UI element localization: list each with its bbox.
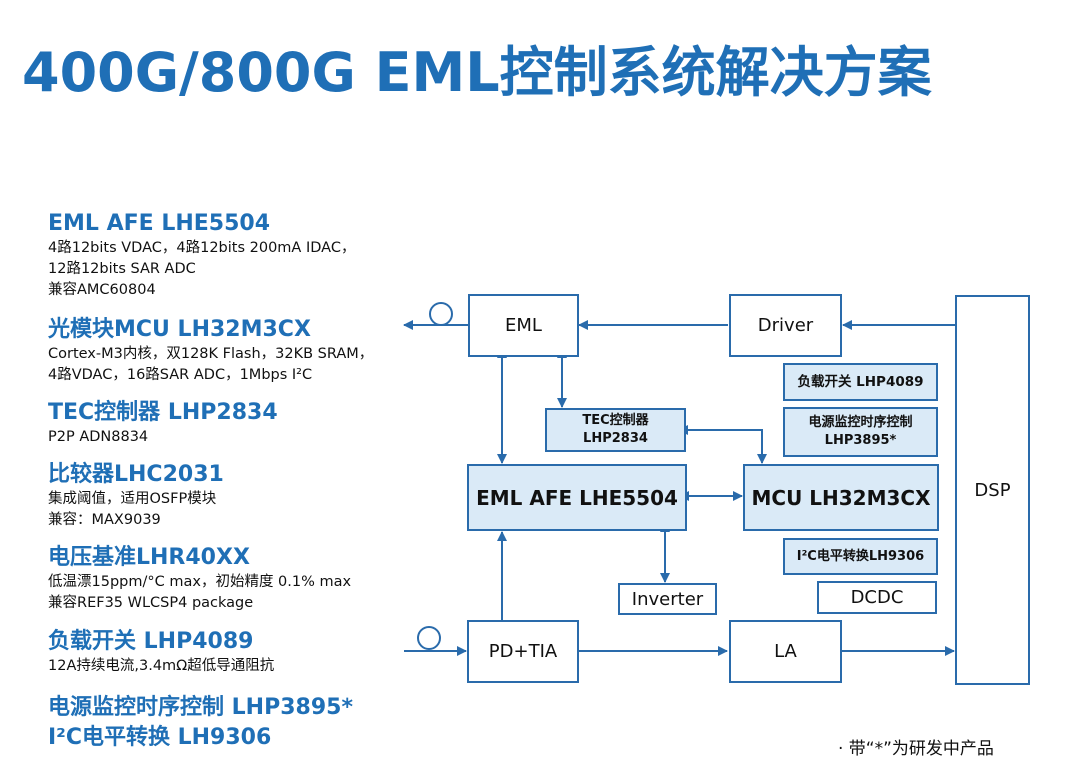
mcu-block: MCU LH32M3CX [743,464,939,531]
i2c-level-shifter-block: I²C电平转换LH9306 [783,538,938,575]
la-block: LA [729,620,842,683]
inverter-block: Inverter [618,583,717,615]
section-tec: TEC控制器 LHP2834 P2P ADN8834 [48,399,278,448]
section-desc: 4路12bits VDAC，4路12bits 200mA IDAC， 12路12… [48,240,356,298]
section-desc: 12A持续电流,3.4mΩ超低导通阻抗 [48,658,275,674]
fiber-loop-top [429,302,453,326]
pd-tia-block: PD+TIA [467,620,579,683]
section-title: 电压基准LHR40XX [48,545,250,570]
section-title: EML AFE LHE5504 [48,211,271,236]
section-desc: Cortex-M3内核，双128K Flash，32KB SRAM， 4路VDA… [48,346,374,383]
footnote: · 带“*”为研发中产品 [838,739,994,759]
section-load-switch: 负载开关 LHP4089 12A持续电流,3.4mΩ超低导通阻抗 [48,628,274,677]
tec-controller-block: TEC控制器 LHP2834 [545,408,686,452]
section-desc: 集成阈值，适用OSFP模块 兼容：MAX9039 [48,491,217,528]
load-switch-block: 负载开关 LHP4089 [783,363,938,401]
section-eml-afe: EML AFE LHE5504 4路12bits VDAC，4路12bits 2… [48,210,355,301]
section-desc: 低温漂15ppm/°C max，初始精度 0.1% max 兼容REF35 WL… [48,574,352,611]
dcdc-block: DCDC [817,581,937,614]
eml-afe-block: EML AFE LHE5504 [467,464,687,531]
section-power-monitor: 电源监控时序控制 LHP3895* [48,694,353,722]
section-vref: 电压基准LHR40XX 低温漂15ppm/°C max，初始精度 0.1% ma… [48,544,351,614]
section-title: 比较器LHC2031 [48,462,224,487]
section-title: 负载开关 LHP4089 [48,629,254,654]
section-title: 电源监控时序控制 LHP3895* [48,695,353,720]
driver-block: Driver [729,294,842,357]
arrow-tec-mcu [678,425,767,464]
section-title: TEC控制器 LHP2834 [48,400,278,425]
section-mcu: 光模块MCU LH32M3CX Cortex-M3内核，双128K Flash，… [48,316,373,386]
section-i2c: I²C电平转换 LH9306 [48,724,271,752]
dsp-block: DSP [955,295,1030,685]
section-desc: P2P ADN8834 [48,429,149,445]
page-title: 400G/800G EML控制系统解决方案 [22,41,932,104]
power-monitor-block: 电源监控时序控制 LHP3895* [783,407,938,457]
section-title: 光模块MCU LH32M3CX [48,317,311,342]
section-comparator: 比较器LHC2031 集成阈值，适用OSFP模块 兼容：MAX9039 [48,461,224,531]
fiber-loop-bottom [417,626,441,650]
section-title: I²C电平转换 LH9306 [48,725,272,750]
eml-block: EML [468,294,579,357]
